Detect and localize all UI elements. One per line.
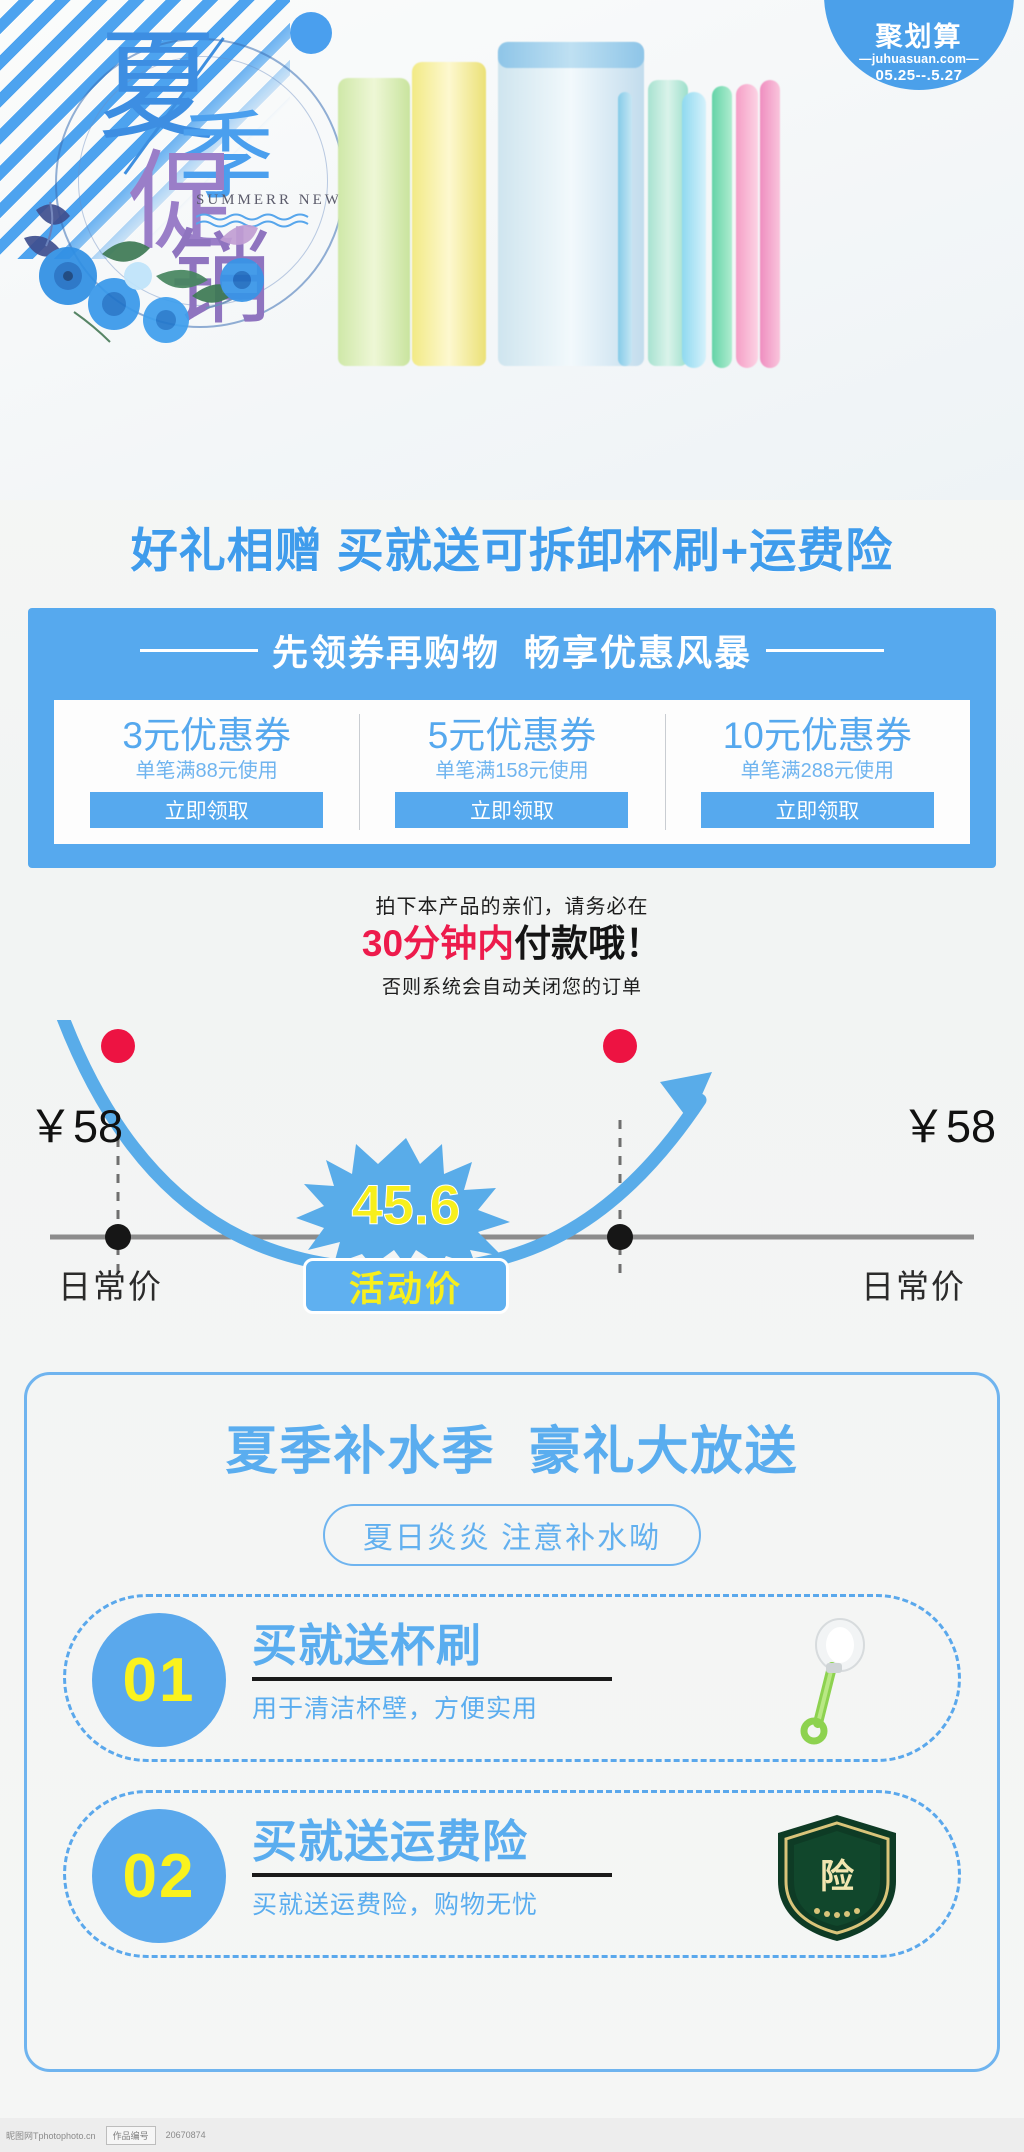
footer-watermark: 昵图网Tphotophoto.cn 作品编号 20670874 (0, 2118, 1024, 2152)
hero-title-char-2: 季 (178, 104, 274, 211)
coupon-condition: 单笔满288元使用 (740, 759, 894, 782)
left-price-label: 日常价 (58, 1268, 163, 1305)
hero-banner: 夏 季 促 销 SUMMERR NEW (0, 0, 1024, 500)
coupon-condition: 单笔满158元使用 (435, 759, 589, 782)
gift-item-1-desc: 用于清洁杯壁，方便实用 (252, 1694, 539, 1723)
gift-item-2-title: 买就送运费险 (252, 1816, 529, 1867)
gifts-section: 夏季补水季 豪礼大放送 夏日炎炎 注意补水呦 01 买就送杯刷 用于清洁杯壁，方… (24, 1372, 1000, 2072)
coupon-claim-button-2[interactable]: 立即领取 (395, 791, 629, 828)
coupon-claim-button-3[interactable]: 立即领取 (700, 791, 934, 828)
coupon-panel: 先领券再购物 畅享优惠风暴 3元优惠券 单笔满88元使用 立即领取 5元优惠券 … (28, 608, 996, 868)
gift-item-2: 02 买就送运费险 买就送运费险，购物无忧 险 (63, 1790, 961, 1958)
gifts-section-subtitle: 夏日炎炎 注意补水呦 (322, 1504, 702, 1566)
urgency-line-1: 拍下本产品的亲们，请务必在 (375, 896, 649, 918)
bottle-brush-icon (800, 1618, 865, 1745)
footer-site-name: 昵图网Tphotophoto.cn (6, 2130, 96, 2141)
gifts-section-title: 夏季补水季 豪礼大放送 (225, 1423, 799, 1481)
urgency-line-2-rest: 付款哦！ (514, 923, 663, 964)
urgency-time-highlight: 30分钟内 (361, 923, 515, 964)
coupon-claim-button-1[interactable]: 立即领取 (90, 791, 324, 828)
coupon-panel-title-row: 先领券再购物 畅享优惠风暴 (28, 608, 996, 692)
footer-id-label: 作品编号 (105, 2125, 156, 2145)
coupon-amount: 5元优惠券 (427, 715, 597, 757)
gift-item-1-number: 01 (92, 1613, 226, 1747)
product-bottles-image (330, 0, 1024, 390)
urgency-notice: 拍下本产品的亲们，请务必在 30分钟内付款哦！ 否则系统会自动关闭您的订单 (0, 890, 1024, 999)
gift-item-1-title: 买就送杯刷 (252, 1620, 483, 1671)
coupon-amount: 10元优惠券 (722, 715, 912, 757)
gift-headline: 好礼相赠 买就送可拆卸杯刷+运费险 (130, 524, 894, 577)
right-price-label: 日常价 (861, 1268, 966, 1305)
shield-insurance-icon: 险 (772, 1811, 902, 1943)
price-comparison-chart: ￥58 ￥58 日常价 日常价 45.6 活动价 (0, 1020, 1024, 1350)
sale-price-value: 45.6 (351, 1173, 461, 1237)
gift-item-2-number: 02 (92, 1809, 226, 1943)
coupon-panel-title: 先领券再购物 畅享优惠风暴 (271, 632, 752, 673)
gift-item-1-text: 买就送杯刷 用于清洁杯壁，方便实用 (252, 1621, 672, 1725)
coupon-card-1: 3元优惠券 单笔满88元使用 立即领取 (54, 700, 359, 844)
flower-decoration-icon (24, 201, 264, 343)
title-rule-right (766, 648, 884, 652)
gift-item-1-rule (252, 1676, 612, 1681)
gift-item-1: 01 买就送杯刷 用于清洁杯壁，方便实用 (63, 1594, 961, 1762)
left-price-value: ￥58 (28, 1101, 124, 1152)
hero-subtitle-english: SUMMERR NEW (196, 192, 342, 208)
sale-price-badge: 活动价 (303, 1258, 509, 1314)
gifts-subtitle-wrap: 夏日炎炎 注意补水呦 (27, 1504, 997, 1566)
shield-shape (778, 1815, 896, 1941)
coupon-amount: 3元优惠券 (122, 715, 291, 757)
right-price-value: ￥58 (900, 1101, 996, 1152)
gift-item-2-desc: 买就送运费险，购物无忧 (252, 1890, 539, 1919)
gift-item-2-text: 买就送运费险 买就送运费险，购物无忧 (252, 1817, 672, 1921)
title-rule-left (139, 648, 258, 652)
hero-title-char-1: 夏 (98, 21, 218, 154)
shield-label: 险 (820, 1858, 854, 1896)
hero-title-char-3: 促 (128, 144, 237, 263)
coupon-cards: 3元优惠券 单笔满88元使用 立即领取 5元优惠券 单笔满158元使用 立即领取… (54, 700, 970, 844)
coupon-card-2: 5元优惠券 单笔满158元使用 立即领取 (359, 700, 664, 844)
urgency-line-3: 否则系统会自动关闭您的订单 (381, 976, 642, 998)
juhuasuan-date: 05.25--.5.27 (875, 67, 963, 84)
urgency-line-2: 30分钟内付款哦！ (0, 923, 1024, 966)
juhuasuan-url: —juhuasuan.com— (859, 52, 979, 66)
juhuasuan-name: 聚划算 (875, 21, 963, 52)
coupon-card-3: 10元优惠券 单笔满288元使用 立即领取 (664, 700, 970, 844)
gift-item-2-rule (252, 1872, 612, 1877)
ring-decoration-inner (78, 56, 328, 306)
footer-id-value: 20670874 (165, 2130, 206, 2140)
starburst-shape (296, 1138, 510, 1266)
blue-dot-decoration (290, 12, 332, 54)
coupon-condition: 单笔满88元使用 (135, 759, 278, 782)
